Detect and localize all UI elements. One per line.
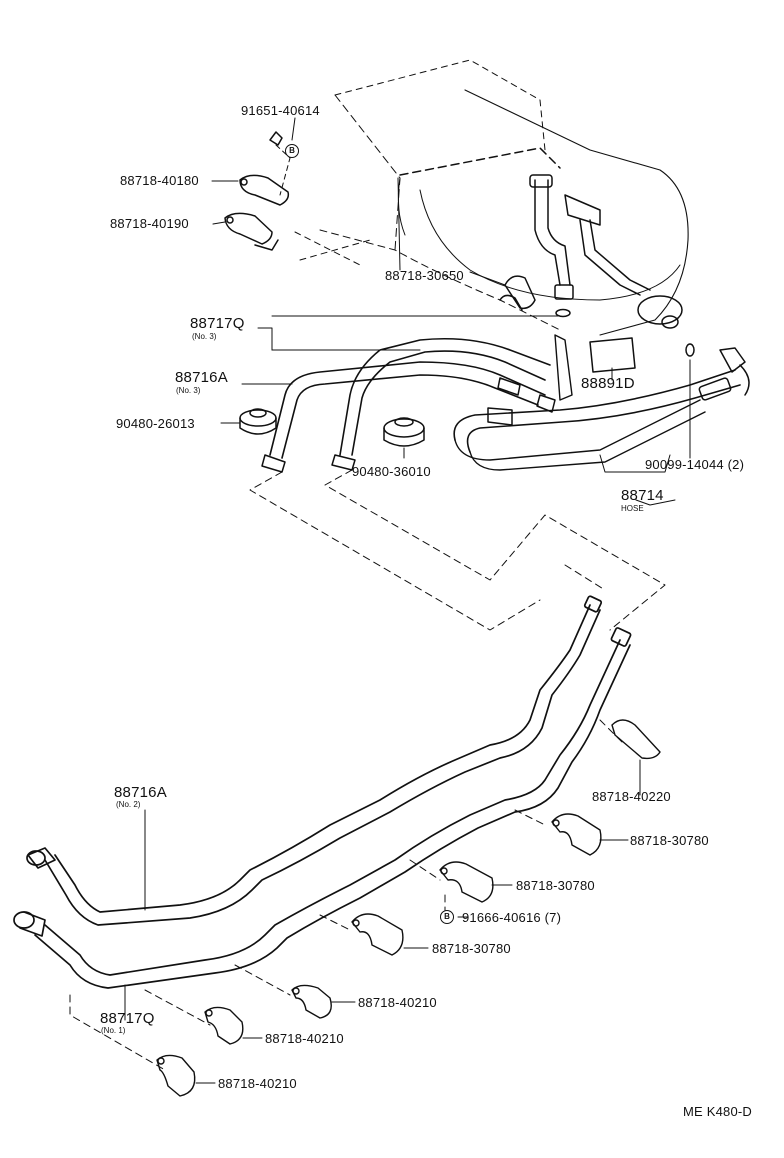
label-88716a-bottom-sub: (No. 2) <box>116 800 141 809</box>
leader-lines <box>124 117 691 1084</box>
label-88714: 88714 <box>621 487 664 504</box>
label-88718-40180: 88718-40180 <box>120 173 199 188</box>
lower-pipes <box>13 595 632 989</box>
filler-pipes <box>529 174 683 329</box>
upper-clamps <box>224 131 361 266</box>
label-88716a-top: 88716A <box>175 369 228 386</box>
tank-outline <box>299 59 689 336</box>
grommets <box>239 408 425 447</box>
label-90480-26013: 90480-26013 <box>116 416 195 431</box>
label-91666-40616: 91666-40616 (7) <box>462 910 562 925</box>
upper-pipes <box>261 334 573 473</box>
label-88716a-bottom: 88716A <box>114 784 167 801</box>
label-88718-40190: 88718-40190 <box>110 216 189 231</box>
label-90480-36010: 90480-36010 <box>352 464 431 479</box>
label-88718-40210-a: 88718-40210 <box>358 995 437 1010</box>
label-sticker <box>589 337 636 373</box>
hose-88714 <box>453 343 750 473</box>
label-88718-40210-c: 88718-40210 <box>218 1076 297 1091</box>
label-88716a-top-sub: (No. 3) <box>176 386 201 395</box>
label-91651-40614: 91651-40614 <box>241 103 320 118</box>
label-88718-30650: 88718-30650 <box>385 268 464 283</box>
b-marker-top: B <box>285 144 299 158</box>
label-88714-sub: HOSE <box>621 504 644 513</box>
connection-lines <box>69 469 666 1071</box>
label-88718-30780-c: 88718-30780 <box>432 941 511 956</box>
label-90099-14044: 90099-14044 (2) <box>645 457 745 472</box>
label-88718-40210-b: 88718-40210 <box>265 1031 344 1046</box>
label-88717q-bottom-sub: (No. 1) <box>101 1026 126 1035</box>
b-marker-bottom: B <box>440 910 454 924</box>
label-88717q-bottom: 88717Q <box>100 1010 155 1027</box>
label-88718-30780-b: 88718-30780 <box>516 878 595 893</box>
label-88717q-top-sub: (No. 3) <box>192 332 217 341</box>
diagram-code: ME K480-D <box>683 1104 752 1119</box>
clamp-30650 <box>499 275 536 311</box>
label-88717q-top: 88717Q <box>190 315 245 332</box>
lower-clamps <box>156 719 661 1097</box>
label-88891d: 88891D <box>581 375 635 392</box>
label-88718-30780-a: 88718-30780 <box>630 833 709 848</box>
label-88718-40220: 88718-40220 <box>592 789 671 804</box>
